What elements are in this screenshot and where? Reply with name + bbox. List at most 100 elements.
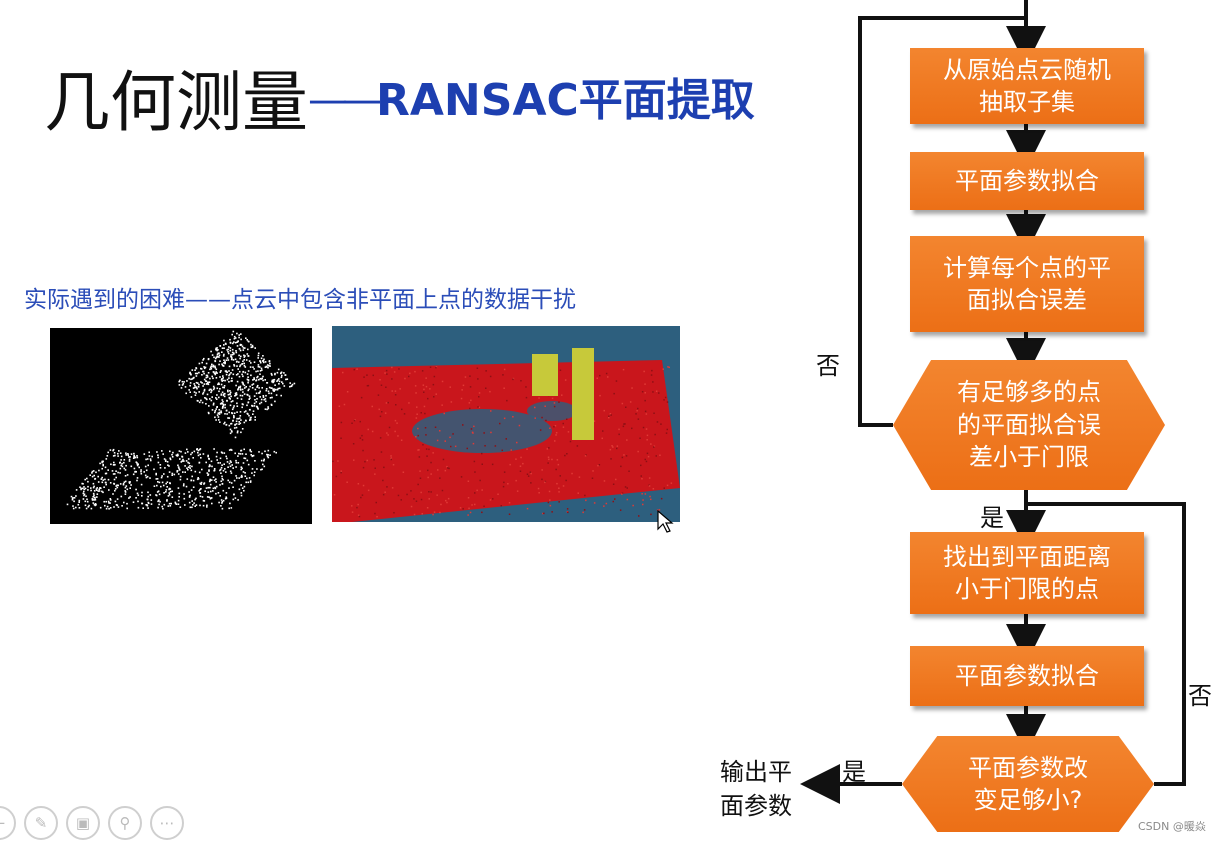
point	[150, 499, 153, 501]
point	[614, 498, 616, 500]
point	[261, 377, 263, 380]
point	[257, 365, 260, 368]
arrow-icon[interactable]: ←	[0, 806, 16, 840]
point	[274, 372, 276, 375]
point	[227, 348, 229, 351]
point	[104, 472, 107, 475]
point	[214, 410, 217, 412]
point	[216, 394, 218, 396]
point	[226, 461, 229, 463]
point	[469, 386, 472, 388]
point	[208, 381, 211, 383]
point	[183, 460, 185, 462]
point	[215, 398, 218, 400]
point	[192, 504, 194, 506]
point	[236, 405, 239, 407]
point	[571, 472, 573, 475]
point	[390, 458, 392, 461]
point	[207, 372, 210, 374]
point	[226, 357, 229, 359]
point	[497, 493, 499, 495]
point	[220, 472, 222, 474]
point	[551, 458, 553, 461]
point	[92, 496, 94, 498]
point	[474, 503, 476, 506]
point	[235, 350, 237, 352]
point	[92, 492, 95, 495]
point	[129, 481, 131, 483]
point	[202, 393, 204, 395]
point	[81, 487, 84, 490]
point	[251, 405, 254, 407]
point	[243, 411, 246, 413]
point	[249, 417, 252, 419]
point	[392, 464, 395, 466]
point	[127, 453, 129, 455]
point	[470, 428, 473, 430]
point	[359, 437, 362, 439]
point	[439, 430, 441, 432]
point	[213, 387, 216, 389]
point	[136, 464, 139, 467]
point	[177, 503, 180, 505]
point	[266, 455, 269, 458]
point	[87, 489, 89, 491]
point	[212, 402, 215, 405]
point	[227, 479, 229, 482]
point	[197, 454, 200, 457]
point	[490, 431, 492, 434]
point	[136, 455, 138, 457]
point	[255, 370, 257, 373]
point	[177, 499, 180, 502]
point	[623, 454, 625, 456]
point	[129, 487, 131, 489]
point	[216, 353, 219, 356]
point	[264, 366, 267, 368]
point	[263, 398, 265, 401]
point	[160, 476, 163, 479]
point	[632, 504, 634, 507]
point	[337, 460, 339, 462]
point	[605, 502, 608, 505]
point	[220, 505, 222, 507]
step-plane-fit-2-text: 平面参数拟合	[955, 661, 1099, 690]
zoom-icon[interactable]: ⚲	[108, 806, 142, 840]
point	[232, 342, 234, 345]
point	[631, 427, 633, 430]
slides-icon[interactable]: ▣	[66, 806, 100, 840]
point	[244, 457, 247, 460]
point	[91, 475, 94, 478]
point	[262, 396, 265, 398]
point	[263, 358, 265, 361]
point	[207, 491, 210, 493]
point	[226, 400, 228, 402]
point	[471, 504, 473, 506]
point	[119, 462, 121, 464]
pen-icon[interactable]: ✎	[24, 806, 58, 840]
point	[243, 448, 245, 451]
point	[136, 463, 139, 466]
point	[217, 492, 220, 494]
point	[238, 488, 241, 491]
point	[219, 360, 221, 362]
point	[275, 388, 277, 391]
point	[235, 461, 238, 464]
point	[161, 475, 163, 477]
point	[264, 398, 267, 400]
point	[641, 478, 643, 480]
point	[177, 454, 179, 457]
point	[421, 513, 423, 515]
point	[226, 371, 228, 373]
point	[582, 511, 584, 514]
point	[409, 372, 411, 375]
point	[469, 511, 472, 514]
point	[93, 485, 95, 488]
more-icon[interactable]: ⋯	[150, 806, 184, 840]
point	[547, 501, 550, 504]
point	[219, 376, 221, 378]
point	[415, 392, 417, 394]
point	[253, 402, 256, 405]
point	[238, 348, 241, 350]
point	[379, 437, 382, 439]
point	[112, 455, 115, 457]
